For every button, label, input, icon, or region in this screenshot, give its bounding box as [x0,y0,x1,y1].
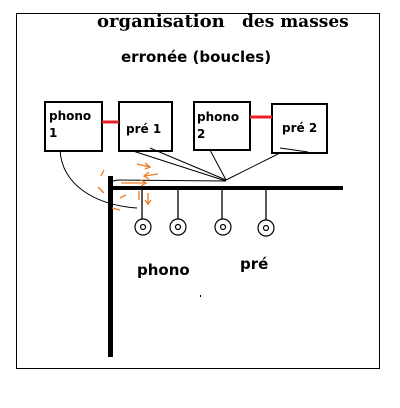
subtitle-erronee-boucles: erronée (boucles) [121,48,271,66]
jack-wires [141,189,267,220]
box-phono-1-label: phono [49,109,91,123]
box-phono-1-number: 1 [49,126,57,140]
ground-bus-horizontal [108,186,343,190]
jack-icon-pre-1 [214,218,232,236]
label-pre: pré [240,255,268,273]
outer-frame [16,13,380,369]
label-phono: phono [137,261,190,279]
jack-icon-pre-2 [257,219,275,237]
stray-mark [200,295,201,297]
box-phono-2-number: 2 [197,127,205,141]
title-organisation: organisation [97,11,225,32]
box-pre-2-label: pré 2 [282,121,317,135]
ground-bus-vertical [108,176,113,357]
box-phono-2-label: phono [197,110,239,124]
box-pre-1-label: pré 1 [126,122,161,136]
box-pre-2: pré 2 [271,103,328,154]
jack-icon-phono-1 [134,218,152,236]
title-des-masses: des masses [242,12,349,32]
loop-arrows [97,162,159,211]
jack-icon-phono-2 [169,218,187,236]
box-pre-1: pré 1 [118,101,173,152]
ground-wires [59,147,309,209]
box-phono-1: phono 1 [44,101,103,152]
box-phono-2: phono 2 [193,101,251,151]
